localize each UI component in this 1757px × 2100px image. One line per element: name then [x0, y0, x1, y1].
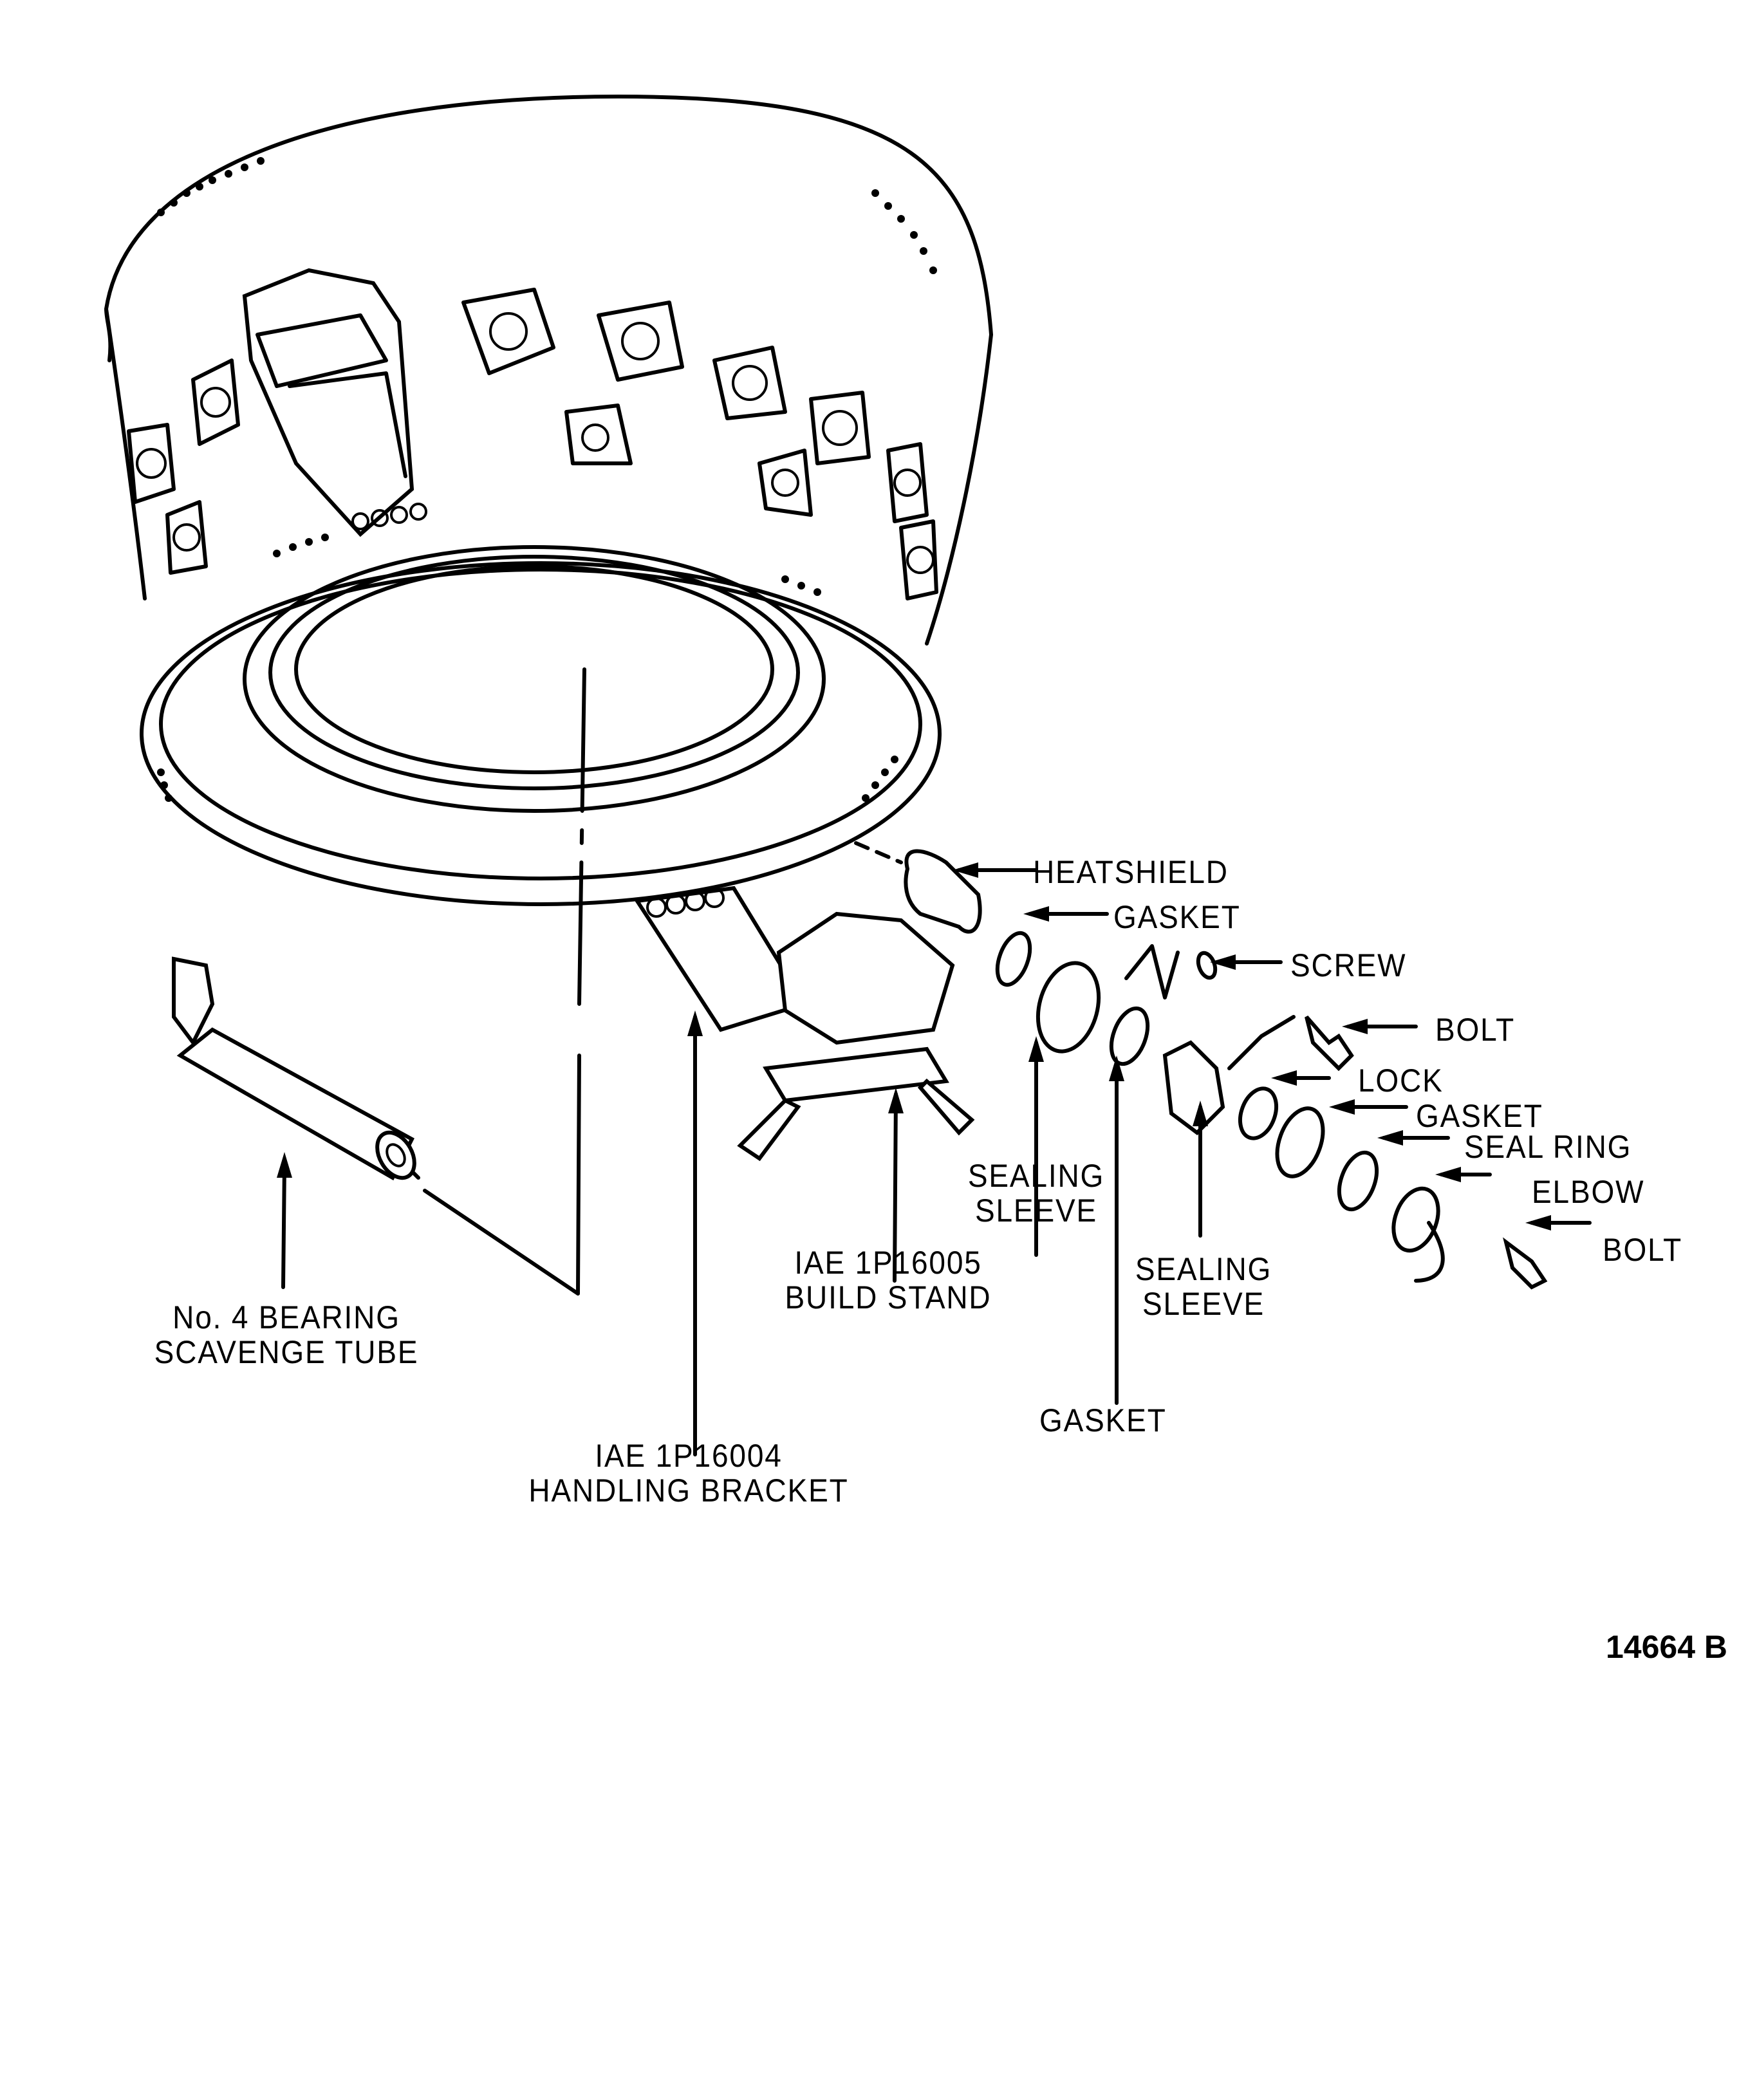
label-sealing-sleeve-2-line2: SLEEVE	[1142, 1286, 1265, 1322]
label-gasket-2: GASKET	[1416, 1098, 1543, 1134]
label-gasket-3: GASKET	[1039, 1402, 1167, 1438]
label-sealing-sleeve-2: SEALING SLEEVE	[1103, 1252, 1305, 1321]
lock-part	[1238, 1086, 1279, 1140]
assembly-centerline	[407, 667, 586, 1296]
bolt-2-part	[1503, 1237, 1548, 1290]
label-handling-bracket: IAE 1P16004 HANDLING BRACKET	[493, 1438, 884, 1508]
gasket-1-part	[995, 931, 1032, 987]
sealing-sleeve-2-part	[1162, 1040, 1225, 1135]
label-screw: SCREW	[1290, 947, 1407, 983]
seal-ring-part	[1337, 1150, 1379, 1212]
case-top-bracket	[242, 268, 427, 537]
label-sealing-sleeve-1: SEALING SLEEVE	[936, 1158, 1137, 1228]
gasket-2-part	[1275, 1106, 1325, 1178]
label-heatshield: HEATSHIELD	[1033, 854, 1229, 890]
label-elbow: ELBOW	[1532, 1174, 1645, 1210]
label-scavenge-tube-line1: No. 4 BEARING	[172, 1299, 400, 1335]
label-build-stand-line2: BUILD STAND	[785, 1279, 992, 1315]
heatshield-part	[904, 849, 982, 934]
label-sealing-sleeve-2-line1: SEALING	[1135, 1251, 1272, 1287]
label-sealing-sleeve-1-line2: SLEEVE	[974, 1193, 1098, 1229]
case-bosses	[127, 288, 938, 600]
build-stand-part	[737, 911, 975, 1283]
bolt-1-part	[1305, 1016, 1354, 1072]
label-lock: LOCK	[1358, 1063, 1444, 1099]
label-build-stand-line1: IAE 1P16005	[794, 1245, 982, 1281]
engine-case	[104, 95, 993, 906]
figure-number: 14664 B	[1606, 1629, 1728, 1665]
label-handling-bracket-line1: IAE 1P16004	[595, 1438, 783, 1474]
leader-arrows	[953, 862, 1592, 1231]
label-sealing-sleeve-1-line1: SEALING	[967, 1158, 1105, 1194]
label-seal-ring: SEAL RING	[1464, 1129, 1632, 1165]
elbow-part	[1391, 1186, 1440, 1253]
parts-chain	[854, 841, 1548, 1405]
label-handling-bracket-line2: HANDLING BRACKET	[528, 1473, 849, 1509]
rim-bolt-holes	[157, 157, 937, 802]
label-scavenge-tube: No. 4 BEARING SCAVENGE TUBE	[127, 1300, 447, 1370]
label-gasket-1: GASKET	[1113, 899, 1241, 935]
sealing-sleeve-1-part	[1036, 961, 1101, 1054]
gasket-3-part	[1109, 1006, 1150, 1066]
screw-part	[1196, 951, 1218, 980]
label-scavenge-tube-line2: SCAVENGE TUBE	[154, 1334, 419, 1370]
label-bolt-2: BOLT	[1603, 1232, 1683, 1268]
label-bolt-1: BOLT	[1435, 1012, 1516, 1048]
scavenge-tube-part	[172, 956, 416, 1289]
label-build-stand: IAE 1P16005 BUILD STAND	[752, 1245, 1024, 1315]
